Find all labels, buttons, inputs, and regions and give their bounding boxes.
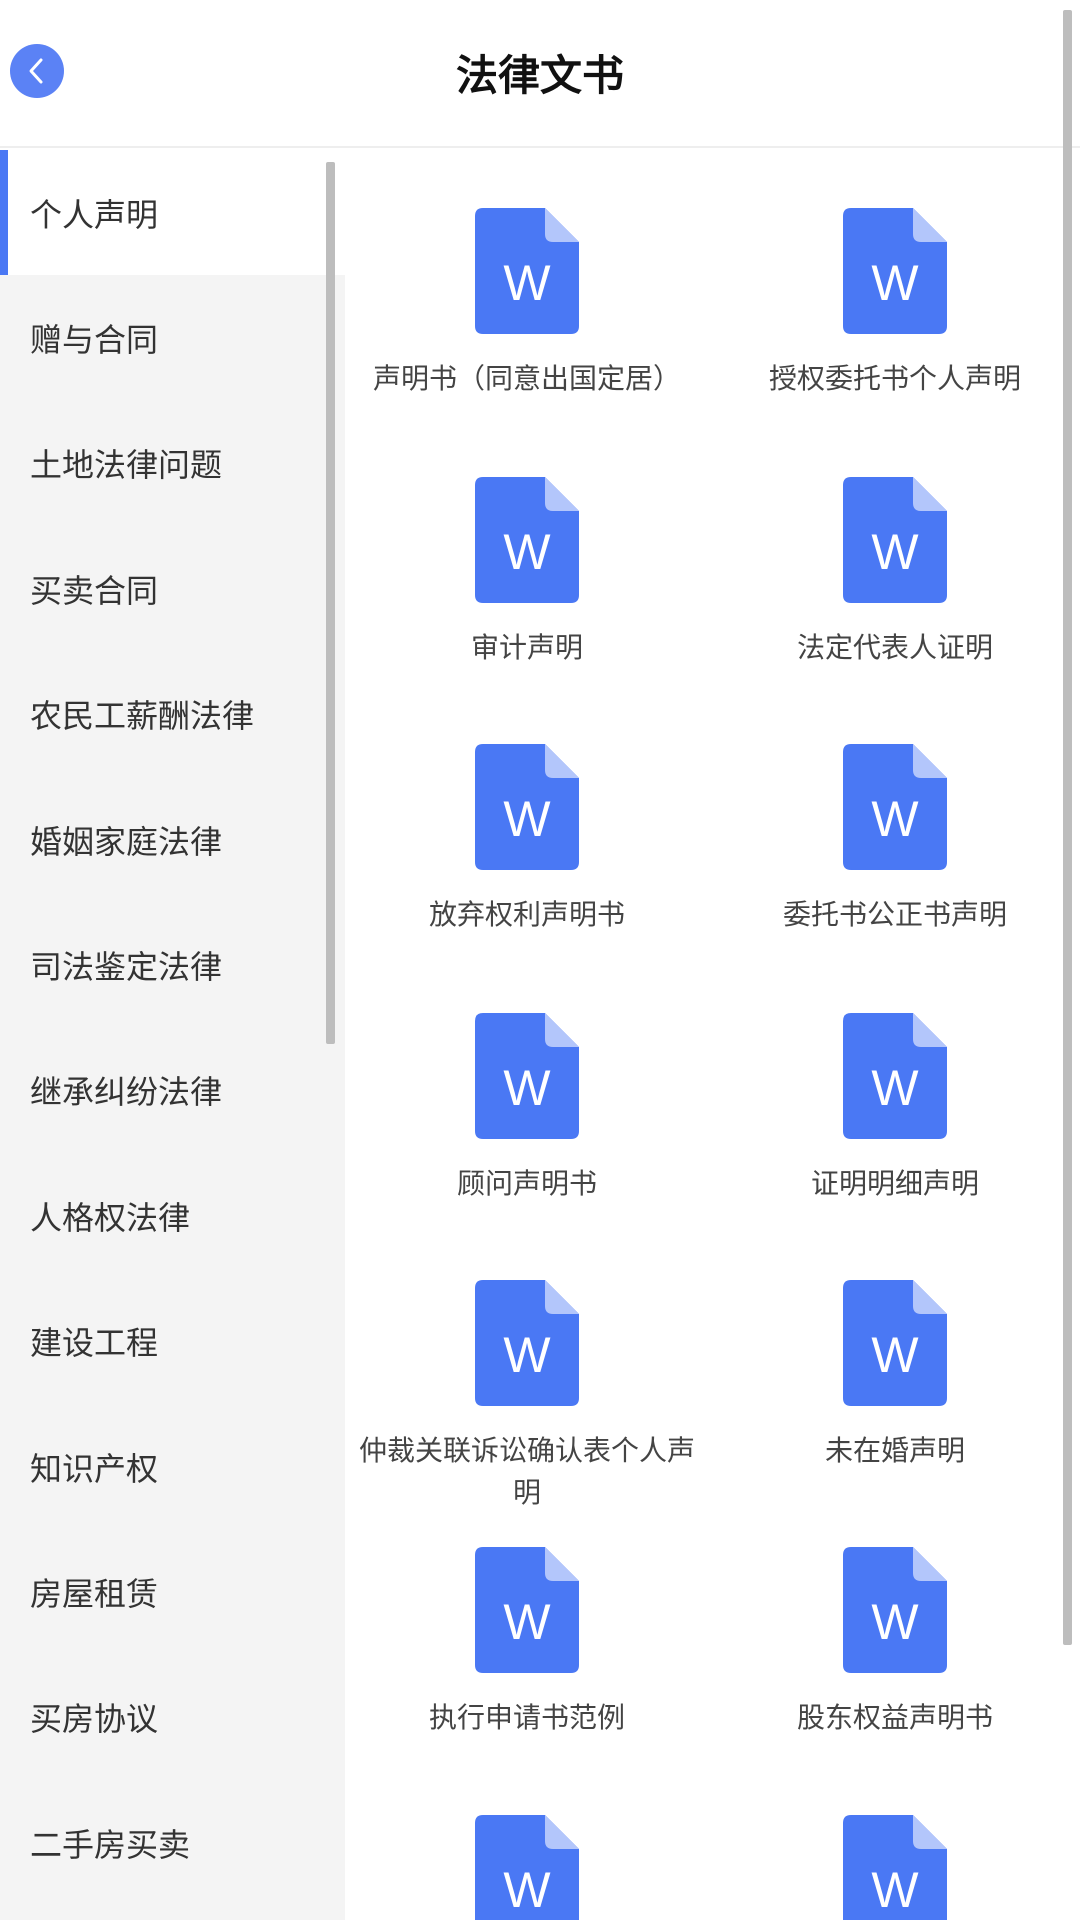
word-doc-icon: W [843, 744, 947, 870]
sidebar-item-label: 土地法律问题 [30, 446, 223, 485]
document-label: 股东权益声明书 [796, 1701, 993, 1734]
chevron-left-icon [29, 58, 43, 84]
sidebar-item-intellectual-property[interactable]: 知识产权 [0, 1404, 345, 1529]
word-doc-icon: W [475, 1815, 579, 1920]
sidebar-item-label: 赠与合同 [30, 321, 159, 360]
document-item[interactable]: W 委托书公正书声明 [720, 744, 1070, 936]
word-doc-icon: W [475, 1280, 579, 1406]
document-label: 证明明细声明 [810, 1167, 979, 1200]
document-label: 委托书公正书声明 [782, 898, 1007, 931]
back-button[interactable] [10, 44, 64, 98]
svg-text:W: W [503, 1862, 551, 1918]
word-doc-icon: W [475, 744, 579, 870]
document-label: 声明书（同意出国定居） [372, 362, 681, 395]
sidebar-item-marriage-family[interactable]: 婚姻家庭法律 [0, 777, 345, 902]
word-doc-icon: W [843, 1280, 947, 1406]
word-doc-icon: W [843, 477, 947, 603]
svg-text:W: W [503, 791, 551, 847]
document-label: 未在婚声明 [824, 1434, 965, 1467]
sidebar-item-label: 房屋租赁 [30, 1574, 159, 1613]
document-item[interactable]: W 顾问声明书 [352, 1013, 702, 1205]
sidebar-item-label: 婚姻家庭法律 [30, 822, 223, 861]
document-item[interactable]: W [352, 1815, 702, 1920]
sidebar-item-land-law[interactable]: 土地法律问题 [0, 401, 345, 526]
sidebar-item-personality-rights[interactable]: 人格权法律 [0, 1153, 345, 1278]
sidebar-item-migrant-wages[interactable]: 农民工薪酬法律 [0, 652, 345, 777]
sidebar-item-label: 个人声明 [30, 195, 159, 234]
document-item[interactable]: W 证明明细声明 [720, 1013, 1070, 1205]
sidebar-item-label: 建设工程 [30, 1324, 159, 1363]
category-sidebar: 个人声明 赠与合同 土地法律问题 买卖合同 农民工薪酬法律 婚姻家庭法律 司法鉴… [0, 150, 345, 1920]
document-item[interactable]: W 法定代表人证明 [720, 477, 1070, 669]
document-item[interactable]: W 授权委托书个人声明 [720, 208, 1070, 400]
svg-text:W: W [871, 1594, 919, 1650]
sidebar-item-label: 二手房买卖 [30, 1825, 191, 1864]
document-grid: W 声明书（同意出国定居） W 授权委托书个人声明 W 审计声明 W 法定代表人… [345, 150, 1080, 1920]
sidebar-item-label: 人格权法律 [30, 1198, 191, 1237]
sidebar-item-second-hand-house[interactable]: 二手房买卖 [0, 1780, 345, 1905]
svg-text:W: W [503, 1327, 551, 1383]
word-doc-icon: W [843, 208, 947, 334]
sidebar-item-label: 继承纠纷法律 [30, 1073, 223, 1112]
svg-text:W: W [871, 1327, 919, 1383]
sidebar-item-label: 知识产权 [30, 1449, 159, 1488]
sidebar-scrollbar[interactable] [326, 162, 335, 1044]
word-doc-icon: W [843, 1013, 947, 1139]
svg-text:W: W [871, 791, 919, 847]
sidebar-item-label: 买卖合同 [30, 571, 159, 610]
sidebar-item-house-lease[interactable]: 房屋租赁 [0, 1529, 345, 1654]
svg-text:W: W [503, 1060, 551, 1116]
svg-text:W: W [503, 524, 551, 580]
document-item[interactable]: W 声明书（同意出国定居） [352, 208, 702, 400]
document-item[interactable]: W 未在婚声明 [720, 1280, 1070, 1472]
document-label: 授权委托书个人声明 [768, 362, 1021, 395]
word-doc-icon: W [475, 1547, 579, 1673]
svg-text:W: W [871, 1862, 919, 1918]
document-label: 放弃权利声明书 [428, 898, 625, 931]
svg-text:W: W [871, 1060, 919, 1116]
sidebar-item-construction[interactable]: 建设工程 [0, 1279, 345, 1404]
word-doc-icon: W [475, 1013, 579, 1139]
word-doc-icon: W [843, 1815, 947, 1920]
sidebar-item-inheritance[interactable]: 继承纠纷法律 [0, 1028, 345, 1153]
document-item[interactable]: W 仲裁关联诉讼确认表个人声明 [352, 1280, 702, 1514]
svg-text:W: W [871, 255, 919, 311]
document-label: 仲裁关联诉讼确认表个人声明 [358, 1434, 695, 1509]
document-item[interactable]: W 放弃权利声明书 [352, 744, 702, 936]
sidebar-item-personal-statement[interactable]: 个人声明 [0, 150, 345, 276]
word-doc-icon: W [475, 477, 579, 603]
sidebar-item-label: 买房协议 [30, 1700, 159, 1739]
sidebar-item-gift-contract[interactable]: 赠与合同 [0, 275, 345, 400]
sidebar-item-judicial-appraisal[interactable]: 司法鉴定法律 [0, 902, 345, 1027]
document-label: 审计声明 [470, 631, 583, 664]
word-doc-icon: W [843, 1547, 947, 1673]
svg-text:W: W [503, 255, 551, 311]
document-label: 执行申请书范例 [428, 1701, 625, 1734]
page-title: 法律文书 [455, 51, 624, 100]
svg-text:W: W [871, 524, 919, 580]
sidebar-item-house-purchase[interactable]: 买房协议 [0, 1655, 345, 1780]
page-scrollbar[interactable] [1063, 10, 1072, 1645]
document-item[interactable]: W 股东权益声明书 [720, 1547, 1070, 1739]
document-item[interactable]: W 执行申请书范例 [352, 1547, 702, 1739]
header-bar: 法律文书 [0, 0, 1080, 148]
sidebar-item-label: 司法鉴定法律 [30, 948, 223, 987]
document-item[interactable]: W [720, 1815, 1070, 1920]
word-doc-icon: W [475, 208, 579, 334]
document-label: 顾问声明书 [456, 1167, 597, 1200]
svg-text:W: W [503, 1594, 551, 1650]
document-label: 法定代表人证明 [796, 631, 993, 664]
sidebar-item-sales-contract[interactable]: 买卖合同 [0, 526, 345, 651]
sidebar-item-label: 农民工薪酬法律 [30, 697, 255, 736]
document-item[interactable]: W 审计声明 [352, 477, 702, 669]
